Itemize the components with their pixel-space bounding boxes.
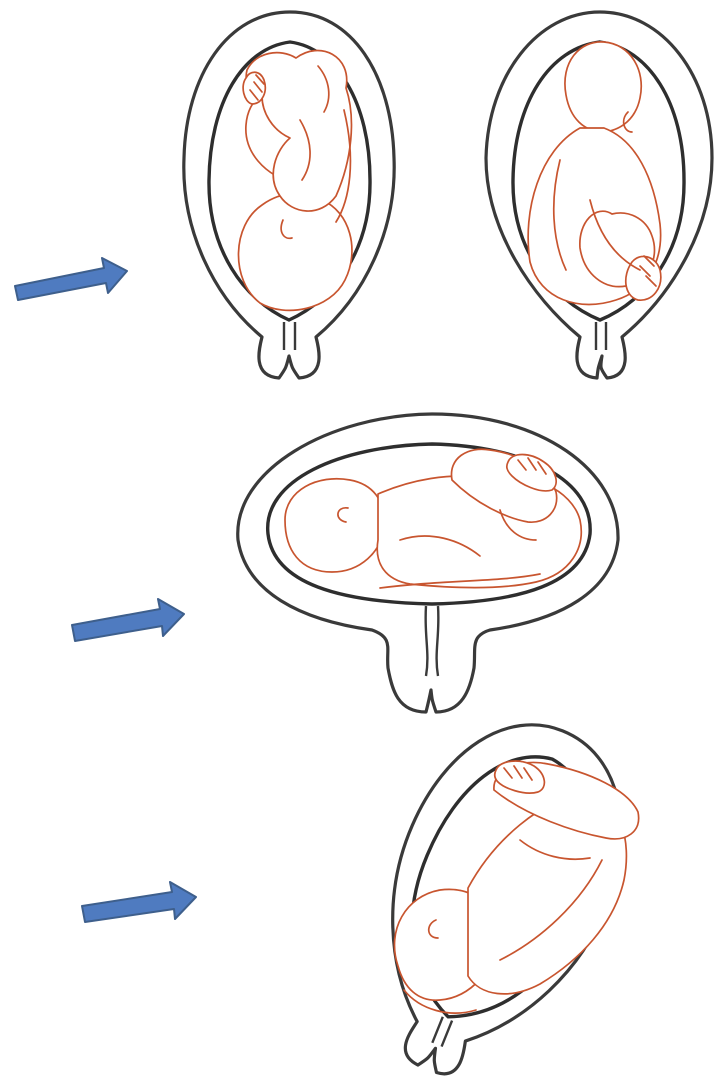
arrow-right-icon [72,599,184,641]
arrow-right-icon [15,258,127,300]
arrow-panel-1 [15,258,127,300]
panel-longitudinal-cephalic [184,12,394,378]
arrow-panel-4 [82,882,196,922]
arrow-right-icon [82,882,196,922]
panel-transverse [238,414,618,712]
panel-oblique [330,692,661,1087]
panel-longitudinal-breech [486,12,712,378]
arrow-panel-3 [72,599,184,641]
